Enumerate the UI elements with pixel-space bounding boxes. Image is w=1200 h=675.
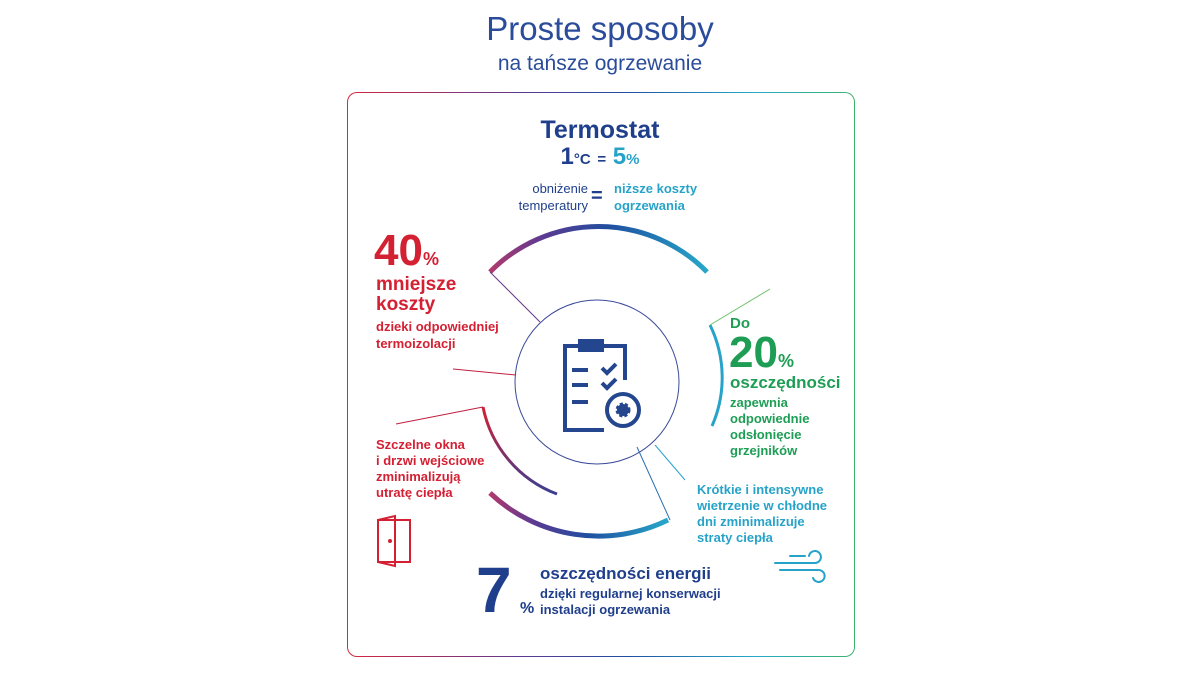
thermostat-title: Termostat <box>540 116 660 144</box>
connector-line <box>395 406 484 425</box>
text-line: termoizolacji <box>376 336 456 351</box>
text-line: grzejników <box>730 443 798 458</box>
clipboard-checklist-icon <box>563 339 641 432</box>
door-icon <box>377 514 411 568</box>
radiators-prefix: Do <box>730 315 750 332</box>
text-line: Krótkie i intensywne <box>697 482 824 497</box>
connector-line <box>452 368 517 376</box>
value: 20 <box>729 328 778 377</box>
text-line: niższe koszty <box>614 181 698 196</box>
text-line: koszty <box>376 294 436 315</box>
thermostat-left-text: obniżenie temperatury <box>480 180 588 214</box>
percent-value: 5 <box>612 143 627 170</box>
center-circle <box>514 299 680 465</box>
maintenance-percent-sign: % <box>520 600 535 617</box>
text-line: straty ciepła <box>697 530 773 545</box>
text-line: i drzwi wejściowe <box>376 453 485 468</box>
page-title: Proste sposoby <box>486 10 714 47</box>
connector-line <box>489 271 541 323</box>
equals-sign: = <box>591 185 603 207</box>
text-line: odsłonięcie <box>730 427 802 442</box>
maintenance-value: 7 <box>476 554 512 626</box>
insulation-text: dzieki odpowiedniej termoizolacji <box>376 318 499 352</box>
left-inner-arc <box>481 406 558 496</box>
text-line: Szczelne okna <box>376 437 465 452</box>
percent-sign: % <box>422 249 439 269</box>
text-line: dzieki odpowiedniej <box>376 319 499 334</box>
radiators-headline: oszczędności <box>730 373 841 392</box>
text-line: temperatury <box>518 198 588 213</box>
text-line: odpowiednie <box>730 411 810 426</box>
maintenance-headline: oszczędności energii <box>540 564 711 583</box>
text-line: obniżenie <box>532 181 588 196</box>
thermostat-equation: 1°C = 5% <box>0 143 1200 171</box>
text-line: utratę ciepła <box>376 485 453 500</box>
right-arc <box>708 324 724 427</box>
text-line: zminimalizują <box>376 469 461 484</box>
text-line: dzięki regularnej konserwacji <box>540 586 721 601</box>
insulation-headline: mniejsze koszty <box>376 275 456 315</box>
text-line: dni zminimalizuje <box>697 514 805 529</box>
equals-sign: = <box>597 151 607 168</box>
percent-sign: % <box>777 351 794 371</box>
degree-unit: °C <box>573 151 591 168</box>
connector-line <box>709 288 771 326</box>
text-line: ogrzewania <box>614 198 685 213</box>
insulation-value: 40% <box>374 229 439 278</box>
maintenance-text: dzięki regularnej konserwacji instalacji… <box>540 586 721 618</box>
radiators-value: 20% <box>729 331 794 379</box>
degree-value: 1 <box>560 143 574 170</box>
radiators-text: zapewnia odpowiednie odsłonięcie grzejni… <box>730 395 809 459</box>
percent-sign: % <box>626 151 640 168</box>
text-line: mniejsze <box>376 274 457 295</box>
text-line: wietrzenie w chłodne <box>697 498 828 513</box>
windows-text: Szczelne okna i drzwi wejściowe zminimal… <box>376 437 484 501</box>
text-line: instalacji ogrzewania <box>540 602 671 617</box>
text-line: zapewnia <box>730 395 788 410</box>
top-arc <box>488 223 709 274</box>
bottom-arc <box>488 491 670 539</box>
wind-icon <box>774 550 826 583</box>
ventilation-text: Krótkie i intensywne wietrzenie w chłodn… <box>697 482 827 546</box>
connector-line <box>636 446 671 521</box>
value: 40 <box>374 226 423 275</box>
thermostat-right-text: niższe koszty ogrzewania <box>614 180 697 214</box>
connector-line <box>654 444 686 481</box>
page-subtitle: na tańsze ogrzewanie <box>497 52 703 75</box>
